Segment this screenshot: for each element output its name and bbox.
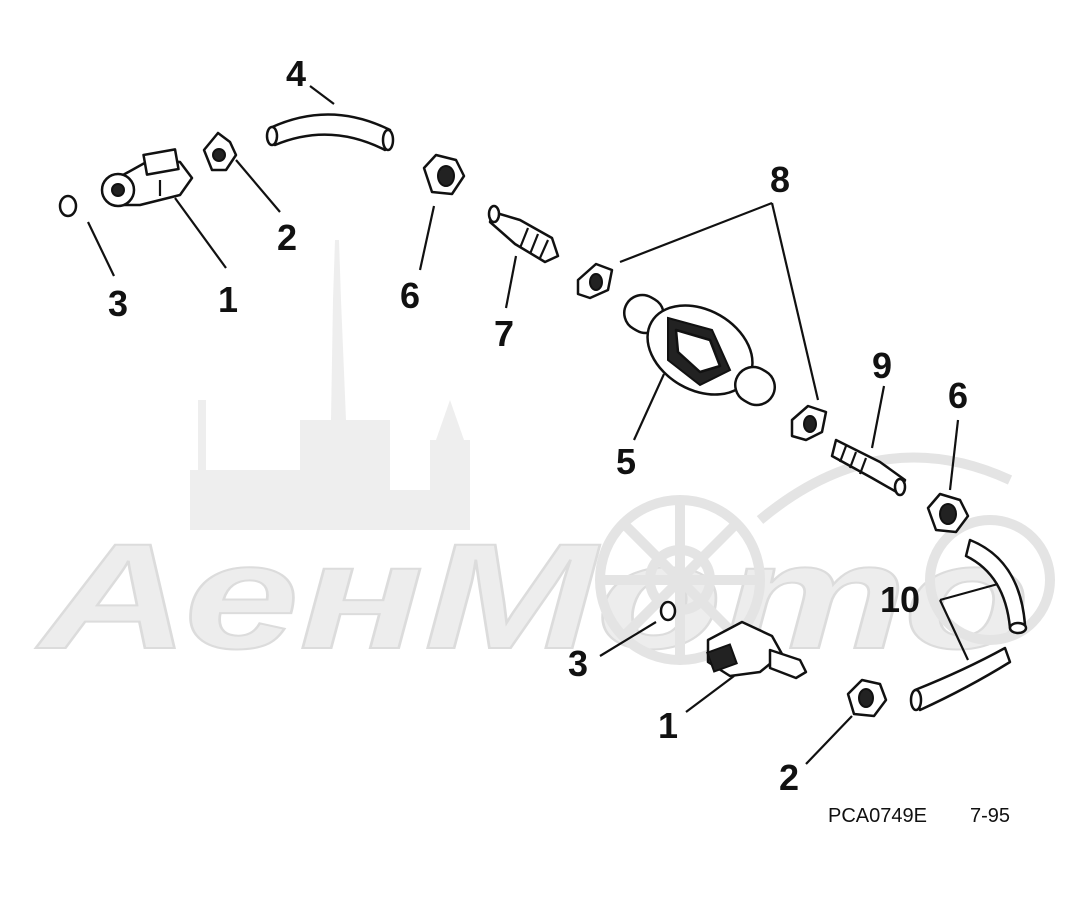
- primer-bulb: [623, 293, 776, 407]
- watermark: АенМото: [33, 240, 1055, 681]
- hose-barb-fitting-lower: [830, 438, 907, 497]
- callout-labels: 1 2 3 4 5 6 6 7 8 9 10 3 1 2: [108, 53, 968, 798]
- callout-1-upper: 1: [218, 279, 238, 320]
- diagram-date: 7-95: [970, 805, 1010, 827]
- callout-8: 8: [770, 159, 790, 200]
- diagram-code: PCA0749E: [828, 805, 927, 827]
- hose-clip-upper: [202, 131, 238, 172]
- hose-clip-8-lower: [790, 404, 828, 442]
- callout-5: 5: [616, 441, 636, 482]
- fuel-connector-upper: [100, 148, 194, 208]
- callout-1-lower: 1: [658, 705, 678, 746]
- callout-4: 4: [286, 53, 306, 94]
- fuel-hose-upper: [265, 113, 395, 152]
- watermark-skyline: [190, 240, 470, 530]
- fuel-connector-lower: [706, 620, 808, 680]
- watermark-brand: АенМото: [34, 512, 1030, 680]
- callout-3-upper: 3: [108, 283, 128, 324]
- fuel-hose-lower: [909, 538, 1028, 712]
- diagram-footer: PCA0749E 7-95: [828, 805, 1010, 827]
- callout-2-upper: 2: [277, 217, 297, 258]
- leader-lines: [87, 85, 999, 765]
- o-ring-lower: [659, 600, 677, 622]
- hose-clamp-upper: [422, 153, 466, 196]
- o-ring-upper: [58, 194, 78, 218]
- hose-barb-fitting-upper: [487, 204, 560, 264]
- hose-clip-8-upper: [576, 262, 614, 300]
- hose-clamp-lower: [926, 492, 970, 534]
- callout-10: 10: [880, 579, 920, 620]
- callout-2-lower: 2: [779, 757, 799, 798]
- hose-clip-lower: [846, 678, 888, 718]
- callout-7: 7: [494, 313, 514, 354]
- watermark-motorbike: [595, 452, 1055, 665]
- callout-9: 9: [872, 345, 892, 386]
- callout-6-lower: 6: [948, 375, 968, 416]
- callout-6-upper: 6: [400, 275, 420, 316]
- callout-3-lower: 3: [568, 643, 588, 684]
